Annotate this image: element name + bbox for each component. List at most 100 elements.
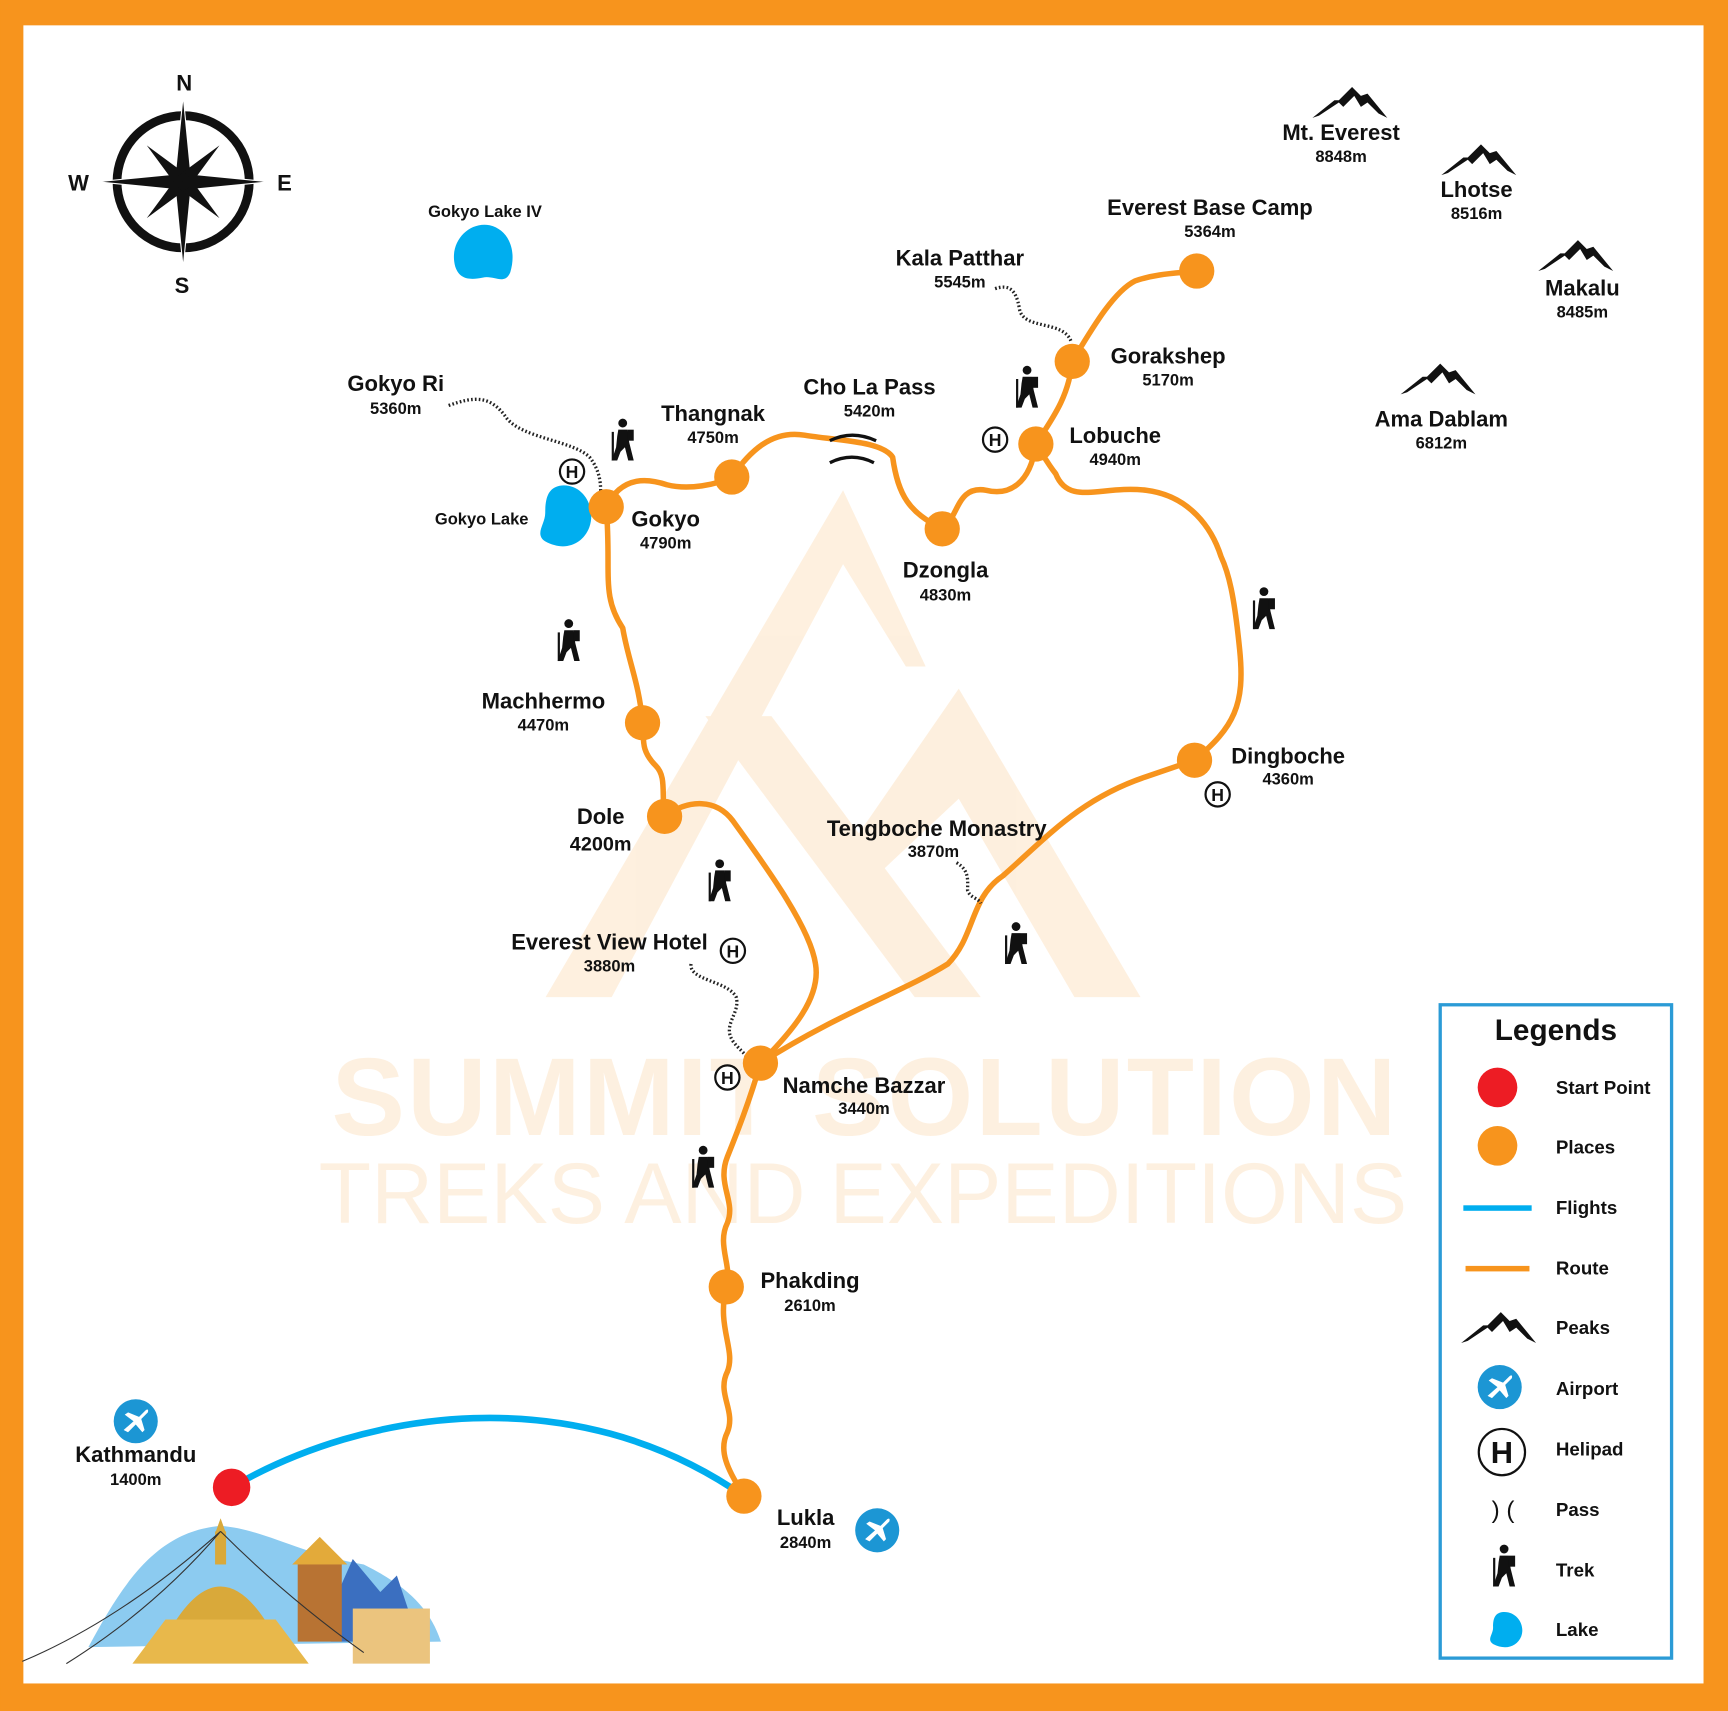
gokyo-lake-label: Gokyo Lake	[435, 509, 529, 528]
dzongla-elev: 4830m	[920, 585, 971, 604]
watermark-line1: SUMMIT SOLUTION	[331, 1036, 1398, 1159]
place-dots	[588, 253, 1215, 1514]
route-lobuche-ebc	[1033, 268, 1200, 447]
everest-name: Mt. Everest	[1282, 120, 1400, 145]
legend-label: Trek	[1556, 1560, 1595, 1581]
everest-view-name: Everest View Hotel	[511, 930, 708, 955]
place-dot-lukla[interactable]	[726, 1478, 762, 1514]
place-dot-phakding[interactable]	[708, 1269, 744, 1305]
place-dot-lobuche[interactable]	[1018, 426, 1054, 462]
legend-flight-icon	[1463, 1205, 1532, 1211]
gokyo-lake-iv-label: Gokyo Lake IV	[428, 202, 542, 221]
legend-start-point-icon	[1477, 1067, 1518, 1108]
gokyo-ri-name: Gokyo Ri	[347, 371, 444, 396]
pass-icon	[829, 433, 877, 465]
cho-la-name: Cho La Pass	[803, 374, 935, 399]
map-canvas	[23, 25, 1704, 1684]
legend-label: Places	[1556, 1137, 1615, 1158]
legend-pass-icon: ) (	[1492, 1497, 1515, 1524]
flight-path	[229, 1414, 746, 1499]
lukla-elev: 2840m	[780, 1533, 831, 1552]
compass-s: S	[175, 273, 190, 298]
dingboche-elev: 4360m	[1262, 769, 1313, 788]
legend-label: Start Point	[1556, 1077, 1651, 1098]
namche-elev: 3440m	[838, 1099, 889, 1118]
phakding-elev: 2610m	[784, 1296, 835, 1315]
legend-route-icon	[1465, 1265, 1530, 1272]
kathmandu-elev: 1400m	[110, 1470, 161, 1489]
legend-label: Flights	[1556, 1197, 1617, 1218]
kathmandu-stupa-illustration	[22, 1518, 441, 1665]
gokyo-name: Gokyo	[631, 507, 700, 532]
kala-patthar-elev: 5545m	[934, 273, 985, 292]
legend-label: Route	[1556, 1258, 1609, 1279]
legend-label: Airport	[1556, 1378, 1618, 1399]
helipad-icon	[558, 458, 586, 485]
makalu-elev: 8485m	[1557, 302, 1608, 321]
compass-w: W	[68, 171, 89, 196]
place-dot-gorakshep[interactable]	[1054, 343, 1090, 379]
trail-everest-view	[689, 963, 749, 1059]
legend-place-icon	[1477, 1125, 1518, 1166]
phakding-name: Phakding	[760, 1268, 859, 1293]
place-dot-ebc[interactable]	[1179, 253, 1215, 289]
kala-patthar-name: Kala Patthar	[896, 246, 1025, 271]
route-gokyo-lobuche	[603, 431, 1039, 532]
makalu-name: Makalu	[1545, 275, 1620, 300]
compass-rose-icon	[97, 95, 270, 268]
gokyo-ri-elev: 5360m	[370, 399, 421, 418]
helipad-icon	[714, 1064, 741, 1091]
legend-label: Pass	[1556, 1499, 1600, 1520]
watermark-logo	[545, 490, 1141, 998]
place-dot-thangnak[interactable]	[714, 459, 750, 495]
tengboche-name: Tengboche Monastry	[827, 816, 1048, 841]
helipad-icon	[719, 937, 747, 965]
lukla-name: Lukla	[777, 1505, 835, 1530]
gokyo-elev: 4790m	[640, 534, 691, 553]
legend-box: Legends Start Point Places Flights Route…	[1438, 1003, 1674, 1660]
dzongla-name: Dzongla	[903, 557, 989, 582]
place-dot-namche[interactable]	[742, 1045, 779, 1081]
svg-text:H: H	[1491, 1435, 1513, 1470]
everest-view-elev: 3880m	[584, 957, 635, 976]
kathmandu-name: Kathmandu	[75, 1442, 196, 1467]
legend-helipad-icon: H	[1477, 1427, 1527, 1477]
watermark-line2: TREKS AND EXPEDITIONS	[319, 1146, 1408, 1242]
place-dot-gokyo[interactable]	[588, 489, 624, 525]
thangnak-name: Thangnak	[661, 401, 766, 426]
dingboche-name: Dingboche	[1231, 744, 1345, 769]
start-point-kathmandu[interactable]	[212, 1468, 251, 1507]
place-dot-machhermo[interactable]	[624, 705, 661, 741]
gorakshep-elev: 5170m	[1142, 371, 1193, 390]
ama-dablam-name: Ama Dablam	[1375, 406, 1508, 431]
airport-icon-lukla	[855, 1508, 900, 1553]
lobuche-name: Lobuche	[1069, 423, 1161, 448]
lhotse-elev: 8516m	[1451, 204, 1502, 223]
cho-la-elev: 5420m	[844, 401, 895, 420]
thangnak-elev: 4750m	[687, 428, 738, 447]
tengboche-elev: 3870m	[908, 842, 959, 861]
trail-tengboche	[955, 861, 983, 905]
everest-elev: 8848m	[1315, 147, 1366, 166]
legend-title: Legends	[1495, 1014, 1617, 1047]
ama-dablam-elev: 6812m	[1416, 433, 1467, 452]
dole-elev: 4200m	[570, 834, 632, 856]
helipad-icon	[981, 426, 1009, 453]
helipad-icon	[1204, 781, 1231, 808]
place-dot-dole[interactable]	[646, 798, 683, 835]
route-namche-dingboche-lobuche	[757, 441, 1244, 1066]
namche-name: Namche Bazzar	[783, 1073, 946, 1098]
place-dot-dzongla[interactable]	[924, 511, 960, 547]
ebc-elev: 5364m	[1184, 222, 1235, 241]
machhermo-elev: 4470m	[518, 715, 569, 734]
lobuche-elev: 4940m	[1089, 450, 1140, 469]
place-dot-dingboche[interactable]	[1176, 742, 1213, 778]
trail-gokyo-ri	[448, 397, 603, 494]
legend-label: Peaks	[1556, 1317, 1610, 1338]
machhermo-name: Machhermo	[482, 688, 606, 713]
compass-e: E	[277, 171, 292, 196]
airport-icon-kathmandu	[113, 1399, 158, 1444]
ebc-name: Everest Base Camp	[1107, 195, 1313, 220]
legend-label: Lake	[1556, 1619, 1599, 1640]
